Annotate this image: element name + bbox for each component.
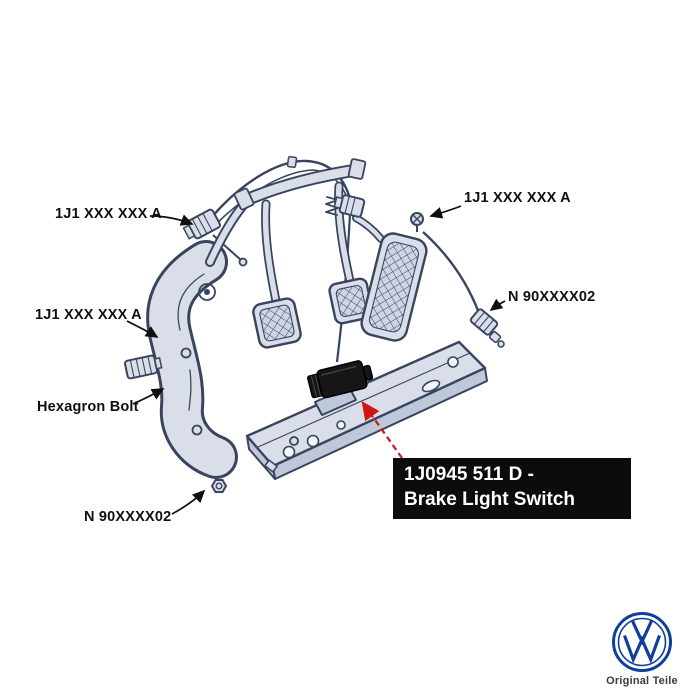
clutch-pedal [252, 297, 302, 349]
vw-logo-icon [612, 612, 672, 672]
harness-clip [286, 155, 298, 169]
clip-small [263, 459, 279, 473]
connector-left [124, 354, 163, 380]
label-bracket-left: 1J1 XXX XXX A [35, 307, 142, 323]
bracket-stud [238, 257, 248, 267]
connector-right-cap [497, 340, 505, 348]
connector-right [469, 308, 499, 336]
connector-top-mid [333, 194, 366, 218]
pedal-arms [239, 163, 385, 306]
label-connector-top-right: 1J1 XXX XXX A [464, 190, 571, 206]
clip-mid [289, 436, 299, 446]
label-connector-top-left: 1J1 XXX XXX A [55, 206, 162, 222]
hex-bolt-bottom [210, 479, 228, 493]
leader-arrows [126, 205, 506, 515]
pivot-end-caps [233, 158, 367, 211]
callout-pointer [361, 400, 403, 459]
label-part-right: N 90XXXX02 [508, 289, 596, 305]
label-part-bottom-left: N 90XXXX02 [84, 509, 172, 525]
brake-light-switch [307, 360, 374, 399]
callout-part-number: 1J0945 511 D - [404, 464, 534, 485]
connectors [124, 194, 505, 493]
brake-light-switch-callout: 1J0945 511 D - Brake Light Switch [393, 458, 631, 520]
brand-caption: Original Teile [606, 675, 678, 687]
vw-branding: Original Teile [604, 611, 680, 687]
accelerator-pedal [360, 232, 428, 342]
screw-top-right [410, 212, 424, 232]
connector-right-end [488, 330, 502, 344]
brake-pedal [328, 277, 374, 325]
callout-part-name: Brake Light Switch [404, 488, 576, 510]
label-hexagon-bolt: Hexagron Bolt [37, 399, 139, 415]
connector-top-left [182, 208, 221, 240]
pedal-bracket [146, 197, 251, 479]
